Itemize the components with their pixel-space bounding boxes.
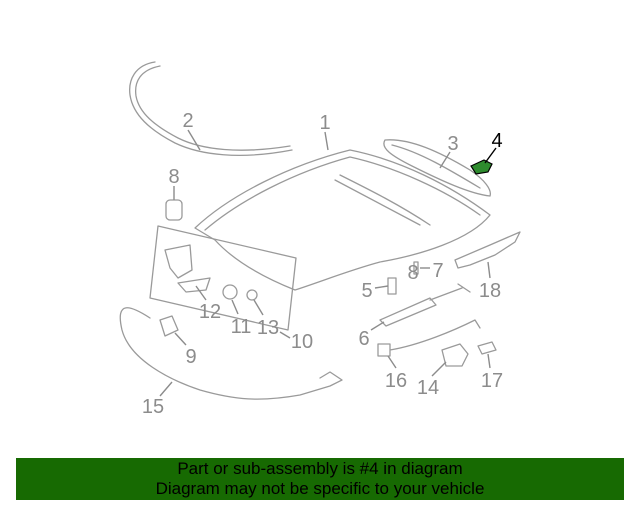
callout-10[interactable]: 10	[291, 331, 313, 353]
part-8-bumper[interactable]	[165, 199, 183, 221]
part-18-hinge[interactable]	[454, 231, 521, 269]
callout-3[interactable]: 3	[447, 133, 458, 155]
callout-18[interactable]: 18	[479, 280, 501, 302]
callout-12[interactable]: 12	[199, 301, 221, 323]
part-9-bracket[interactable]	[159, 315, 179, 337]
callout-15[interactable]: 15	[142, 396, 164, 418]
callout-13[interactable]: 13	[257, 317, 279, 339]
callout-8-upper[interactable]: 8	[168, 166, 179, 188]
banner-part-note: Part or sub-assembly is #4 in diagram	[177, 459, 463, 478]
part-13-grommet[interactable]	[246, 289, 258, 301]
part-6-gas-strut[interactable]	[379, 283, 471, 327]
leader-lines	[159, 129, 497, 397]
callout-6[interactable]: 6	[358, 328, 369, 350]
callout-2[interactable]: 2	[182, 110, 193, 132]
callout-5[interactable]: 5	[361, 280, 372, 302]
part-1-hood[interactable]	[194, 149, 491, 291]
callout-8-lower[interactable]: 8	[407, 262, 418, 284]
part-15-release-cable[interactable]	[119, 307, 343, 400]
part-10-insulation-pad[interactable]	[149, 225, 297, 331]
callout-9[interactable]: 9	[185, 346, 196, 368]
callout-1[interactable]: 1	[319, 112, 330, 134]
callout-7[interactable]: 7	[432, 260, 443, 282]
info-banner: Part or sub-assembly is #4 in diagram Di…	[16, 458, 624, 500]
callout-4[interactable]: 4	[491, 130, 502, 152]
part-5-bolt[interactable]	[387, 277, 397, 295]
part-7-bolt[interactable]	[413, 261, 419, 275]
callout-16[interactable]: 16	[385, 370, 407, 392]
callout-17[interactable]: 17	[481, 370, 503, 392]
callout-14[interactable]: 14	[417, 377, 439, 399]
part-2-weatherstrip[interactable]	[129, 61, 293, 156]
banner-disclaimer: Diagram may not be specific to your vehi…	[155, 479, 485, 498]
part-17-clip[interactable]	[477, 341, 497, 355]
part-16-cable-end[interactable]	[377, 319, 481, 357]
part-3-panel[interactable]	[383, 139, 491, 197]
callout-11[interactable]: 11	[231, 316, 252, 338]
part-11-spring[interactable]	[222, 284, 238, 300]
part-12-latch[interactable]	[164, 244, 211, 293]
part-4-clip[interactable]	[470, 159, 493, 175]
